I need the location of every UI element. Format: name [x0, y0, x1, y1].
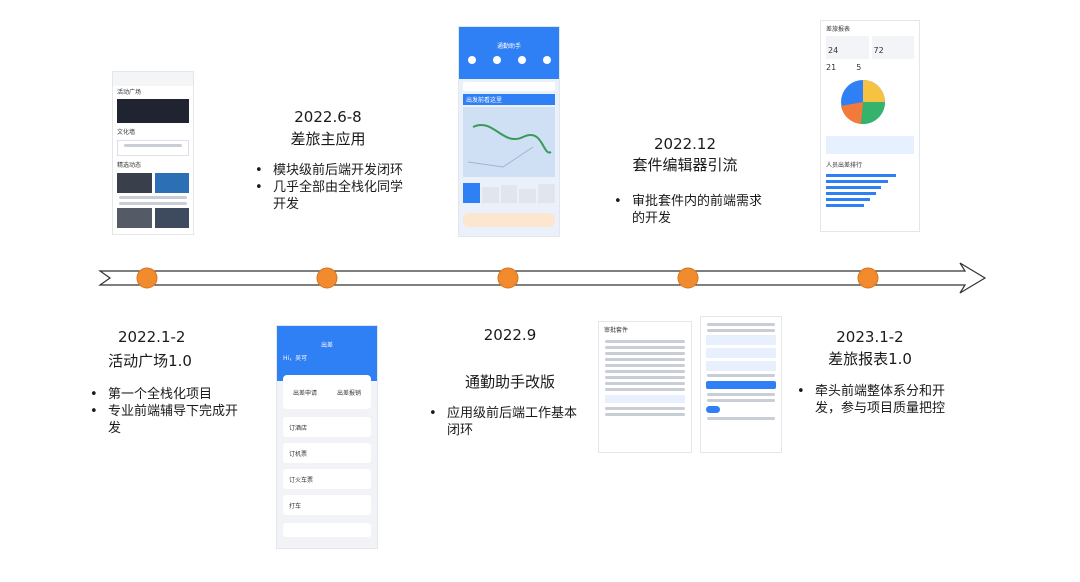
- screenshot-sub: 精选动态: [113, 158, 193, 171]
- screenshot-btn1: 出差申请: [293, 388, 317, 397]
- screenshot-commute-assistant: 通勤助手 出发前看这里: [458, 26, 560, 237]
- screenshot-banner: 出发前看这里: [463, 94, 555, 105]
- travel-row: 打车: [283, 495, 371, 515]
- screenshot-user: Hi，吴可: [277, 349, 377, 366]
- screenshot-approval-kit-right: [700, 316, 782, 453]
- screenshot-title: 出差: [277, 326, 377, 349]
- arrow-body: [100, 263, 985, 293]
- bullet-item: 专业前端辅导下完成开发: [88, 403, 238, 437]
- bullet-item: 模块级前后端开发闭环: [253, 162, 403, 179]
- event-title: 通勤助手改版: [455, 371, 565, 392]
- screenshot-title: 通勤助手: [459, 27, 559, 50]
- screenshot-travel-report: 差旅报表 24 72 21 5 人员出差排行: [820, 20, 920, 232]
- event-title: 差旅报表1.0: [815, 348, 925, 369]
- travel-row-label: 订火车票: [289, 475, 313, 484]
- event-title: 套件编辑器引流: [625, 154, 745, 175]
- screenshot-travel-app: 出差 Hi，吴可 出差申请 出差报销 订酒店订机票订火车票打车: [276, 325, 378, 549]
- bullet-item: 第一个全栈化项目: [88, 386, 238, 403]
- event-title: 活动广场1.0: [100, 350, 200, 371]
- bullet-item: 牵头前端整体系分和开发，参与项目质量把控: [795, 383, 945, 417]
- event-date: 2022.9: [475, 326, 545, 344]
- pie-chart: [821, 76, 919, 128]
- travel-row: 订酒店: [283, 417, 371, 437]
- travel-row: 订机票: [283, 443, 371, 463]
- event-bullets: 第一个全栈化项目专业前端辅导下完成开发: [88, 386, 238, 437]
- kpi-3: 21: [826, 63, 836, 72]
- kpi-2: 72: [874, 46, 884, 55]
- travel-row-label: 订酒店: [289, 423, 307, 432]
- milestone-dot: [858, 268, 878, 288]
- event-bullets: 模块级前后端开发闭环几乎全部由全栈化同学开发: [253, 162, 403, 213]
- screenshot-rows: 订酒店订机票订火车票打车: [283, 417, 371, 515]
- milestone-dot: [498, 268, 518, 288]
- screenshot-approval-kit-left: 审批套件: [598, 321, 692, 453]
- event-bullets: 审批套件内的前端需求的开发: [612, 193, 762, 227]
- event-bullets: 应用级前后端工作基本闭环: [427, 405, 577, 439]
- screenshot-activity-square: 活动广场 文化墙 精选动态: [112, 71, 194, 235]
- milestone-dot: [678, 268, 698, 288]
- kpi-4: 5: [856, 63, 861, 72]
- screenshot-title: 审批套件: [599, 322, 691, 337]
- map-route: [463, 107, 555, 177]
- event-date: 2023.1-2: [830, 328, 910, 346]
- event-date: 2022.1-2: [118, 328, 178, 346]
- screenshot-btn2: 出差报销: [337, 388, 361, 397]
- milestone-dot: [137, 268, 157, 288]
- timeline-arrow-shape: [100, 263, 985, 293]
- travel-row-label: 打车: [289, 501, 301, 510]
- bullet-item: 几乎全部由全栈化同学开发: [253, 179, 403, 213]
- bullet-item: 审批套件内的前端需求的开发: [612, 193, 762, 227]
- event-date: 2022.12: [645, 135, 725, 153]
- travel-row-label: 订机票: [289, 449, 307, 458]
- screenshot-title: 活动广场: [113, 86, 193, 97]
- bullet-item: 应用级前后端工作基本闭环: [427, 405, 577, 439]
- event-date: 2022.6-8: [283, 108, 373, 126]
- travel-row: 订火车票: [283, 469, 371, 489]
- screenshot-title: 差旅报表: [821, 21, 919, 36]
- event-title: 差旅主应用: [278, 128, 378, 149]
- screenshot-section: 文化墙: [113, 125, 193, 138]
- milestone-dot: [317, 268, 337, 288]
- kpi-1: 24: [828, 46, 838, 55]
- screenshot-section: 人员出差排行: [821, 158, 919, 171]
- event-bullets: 牵头前端整体系分和开发，参与项目质量把控: [795, 383, 945, 417]
